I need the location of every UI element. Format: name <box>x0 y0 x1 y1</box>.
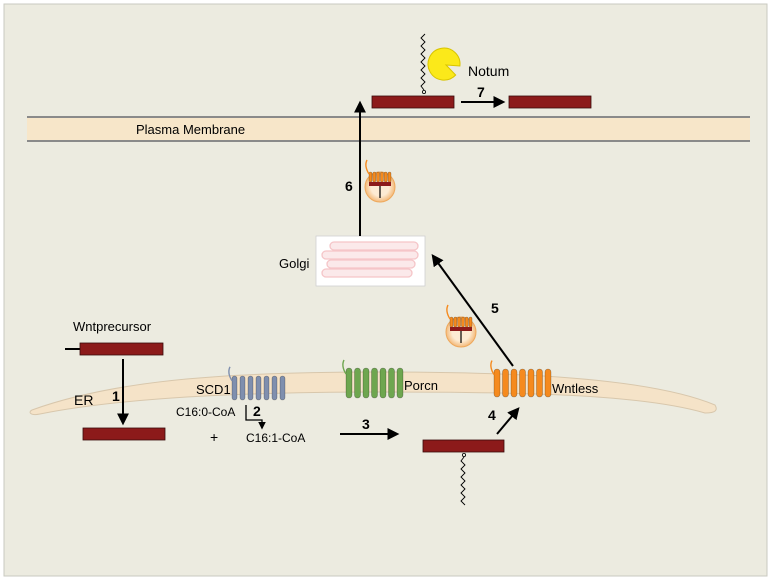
step-2-arrow <box>245 405 266 430</box>
wnt-precursor-bar <box>79 342 164 356</box>
helix-segment <box>372 171 377 183</box>
helix-segment <box>271 375 278 401</box>
helix-segment <box>396 367 404 399</box>
step-7-label: 7 <box>477 84 485 100</box>
wnt-precursor-label: Wntprecursor <box>73 319 152 334</box>
c16-0-coa-label: C16:0-CoA <box>176 405 235 419</box>
wntless-label: Wntless <box>552 381 599 396</box>
step-4-label: 4 <box>488 407 496 423</box>
helix-segment <box>536 368 543 398</box>
background-panel <box>3 3 768 577</box>
plasma-membrane-label: Plasma Membrane <box>136 122 245 137</box>
scd1-label: SCD1 <box>196 382 231 397</box>
helix-segment <box>345 367 353 399</box>
step-1-label: 1 <box>112 388 120 404</box>
helix-segment <box>387 171 392 183</box>
vesicle-icon-secretory <box>364 159 396 203</box>
c16-1-coa-label: C16:1-CoA <box>246 431 305 445</box>
step-2-label: 2 <box>253 403 261 419</box>
helix-segment <box>383 171 388 183</box>
porcn-protein <box>342 359 404 399</box>
helix-segment <box>362 367 370 399</box>
plasma-membrane <box>27 117 750 141</box>
er-label: ER <box>74 392 93 408</box>
n-terminal-tail <box>342 359 347 375</box>
helix-segment <box>279 375 286 401</box>
helix-segment <box>544 368 552 398</box>
secreted-wnt-bar <box>371 95 455 109</box>
acyl-attachment-icon <box>461 452 466 457</box>
helix-segment <box>231 375 238 401</box>
pacman-enzyme-icon <box>427 47 461 81</box>
step-3-label: 3 <box>362 416 370 432</box>
lipid-chain-icon <box>460 456 466 506</box>
helix-segment <box>354 367 361 399</box>
helix-segment <box>380 171 384 183</box>
acylated-wnt-bar <box>422 439 505 453</box>
lipid-attachment-icon <box>421 90 426 95</box>
step-5-label: 5 <box>491 300 499 316</box>
delipidated-wnt-bar <box>508 95 592 109</box>
porcn-label: Porcn <box>404 378 438 393</box>
helix-segment <box>502 368 509 398</box>
step-5-arrow <box>431 254 514 367</box>
helix-segment <box>461 316 465 328</box>
golgi-label: Golgi <box>279 256 309 271</box>
step-6-label: 6 <box>345 178 353 194</box>
n-terminal-tail <box>446 304 451 320</box>
golgi-cisternae <box>321 241 419 278</box>
helix-segment <box>519 368 526 398</box>
helix-segment <box>453 316 458 328</box>
helix-segment <box>239 375 246 401</box>
step-4-arrow <box>496 407 520 435</box>
helix-segment <box>493 368 501 398</box>
helix-segment <box>388 367 395 399</box>
helix-segment <box>379 367 387 399</box>
helix-segment <box>457 316 461 328</box>
helix-segment <box>510 368 518 398</box>
wnt-er-bar <box>82 427 166 441</box>
n-terminal-tail <box>228 366 233 382</box>
notum-label: Notum <box>468 63 509 79</box>
scd1-protein <box>228 366 286 401</box>
helix-segment <box>464 316 469 328</box>
plus-sign: + <box>210 429 218 445</box>
palmitoleate-chain-icon <box>420 33 426 91</box>
helix-segment <box>376 171 380 183</box>
wntless-protein <box>490 360 552 398</box>
er-membrane <box>29 371 717 415</box>
helix-segment <box>371 367 378 399</box>
helix-segment <box>263 375 270 401</box>
helix-segment <box>247 375 254 401</box>
n-terminal-tail <box>490 360 495 375</box>
helix-segment <box>527 368 535 398</box>
vesicle-icon <box>445 304 477 348</box>
helix-segment <box>255 375 262 401</box>
helix-segment <box>468 316 473 328</box>
n-terminal-tail <box>365 159 370 175</box>
